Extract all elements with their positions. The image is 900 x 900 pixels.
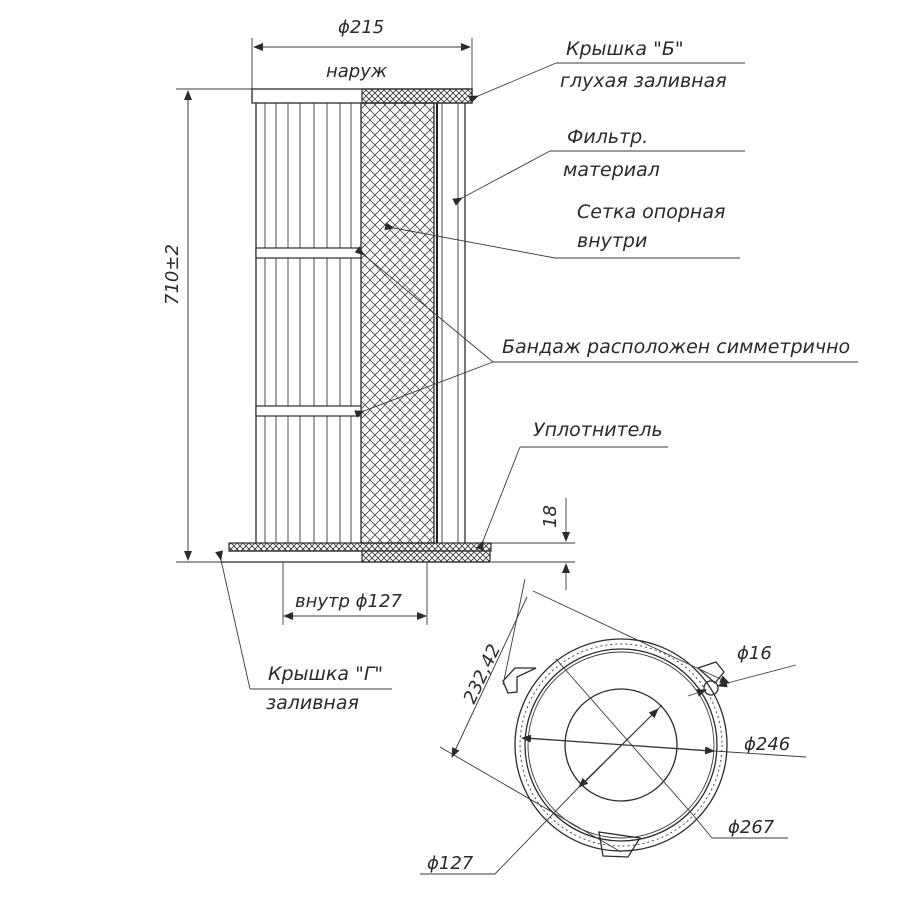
filter-material-section (360, 102, 435, 544)
dimension-seal-height: 18 (491, 498, 575, 590)
dimension-height: 710±2 (162, 88, 252, 563)
bottom-cap-section (361, 550, 491, 563)
inner-bore (564, 688, 678, 802)
cap-b-subtitle: глухая заливная (560, 70, 727, 92)
d246-label: ϕ246 (744, 734, 790, 755)
tab-left (502, 667, 537, 694)
bandage-lower (255, 405, 362, 417)
side-view (220, 88, 492, 563)
outer-diameter-label: ϕ215 (338, 17, 384, 38)
flange-outer (514, 638, 728, 852)
hole-label: ϕ16 (737, 643, 772, 664)
callout-cap-b: Крышка "Б" глухая заливная (468, 38, 745, 104)
outer-note-label: наруж (326, 61, 388, 82)
cap-g-title: Крышка "Г" (268, 663, 383, 685)
dimension-246: ϕ246 (521, 734, 807, 758)
dimension-127: ϕ127 (420, 704, 663, 875)
flange-dotted (519, 643, 723, 847)
d267-label: ϕ267 (728, 817, 775, 838)
callout-support-mesh: Сетка опорная внутри (384, 201, 740, 259)
span-label: 232,42 (459, 641, 505, 707)
pleats (264, 103, 352, 543)
dimension-hole: ϕ16 (687, 643, 797, 697)
mesh-title: Сетка опорная (577, 201, 725, 223)
callout-bandage: Бандаж расположен симметрично (354, 246, 858, 418)
height-label: 710±2 (162, 244, 183, 305)
tab-bottom (598, 831, 642, 858)
callout-filter-material: Фильтр. материал (452, 126, 745, 206)
cap-b-title: Крышка "Б" (566, 38, 684, 60)
seal-label: Уплотнитель (533, 419, 663, 441)
dimension-span: 232,42 (439, 578, 730, 853)
cap-246 (524, 648, 718, 842)
mesh-subtitle: внутри (577, 230, 647, 252)
seal-height-label: 18 (540, 505, 561, 528)
callout-cap-g: Крышка "Г" заливная (215, 550, 392, 714)
bandage-upper (255, 247, 362, 259)
dimension-outer-diameter: ϕ215 наруж (251, 17, 473, 89)
cap-g-subtitle: заливная (266, 692, 359, 714)
dimension-inner-diameter: внутр ϕ127 (282, 562, 428, 625)
mount-hole (703, 680, 719, 696)
top-view (502, 638, 728, 858)
inner-diameter-label: внутр ϕ127 (295, 591, 402, 612)
d127-label: ϕ127 (427, 853, 474, 874)
filter-subtitle: материал (563, 159, 660, 181)
callout-seal: Уплотнитель (475, 419, 668, 551)
top-cap-section (361, 88, 473, 104)
tab-right (696, 661, 725, 684)
dimension-267: ϕ267 (555, 658, 788, 839)
bandage-label: Бандаж расположен симметрично (502, 336, 850, 358)
filter-title: Фильтр. (567, 126, 648, 148)
seal (228, 542, 492, 552)
